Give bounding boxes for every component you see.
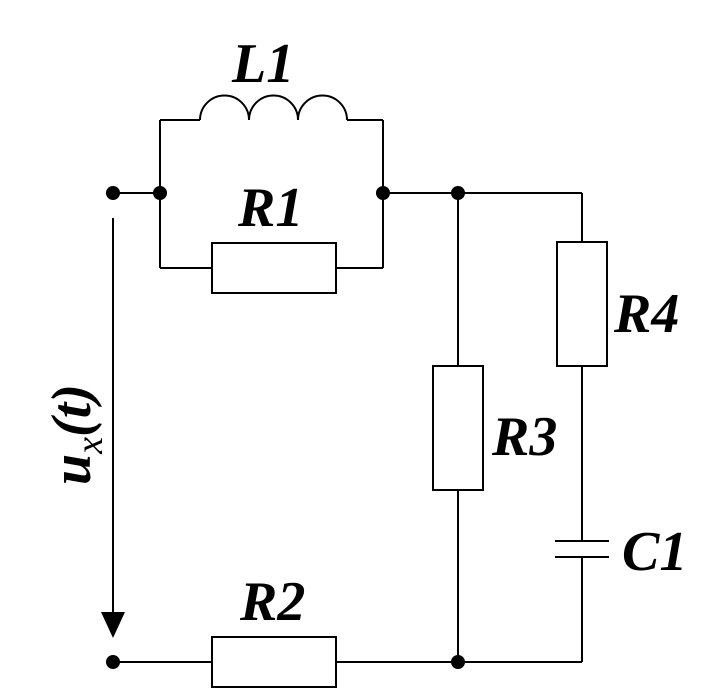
label-R2: R2 [239,571,305,633]
resistor-R2 [211,636,337,688]
label-C1: C1 [622,521,687,583]
junction-dot [376,186,390,200]
label-voltage: ux(t) [41,384,111,485]
terminal-top [106,186,120,200]
junction-dot [153,186,167,200]
label-R3: R3 [491,406,557,468]
voltage-arrowhead [101,612,125,638]
label-R4: R4 [613,283,679,345]
resistor-R4 [556,241,608,367]
junction-dot [451,186,465,200]
inductor-L1 [199,94,348,121]
resistor-R1 [211,242,337,294]
resistor-R3 [432,365,484,491]
label-R1: R1 [237,177,303,239]
label-L1: L1 [231,33,294,95]
junction-dot [451,655,465,669]
terminal-bottom [106,655,120,669]
